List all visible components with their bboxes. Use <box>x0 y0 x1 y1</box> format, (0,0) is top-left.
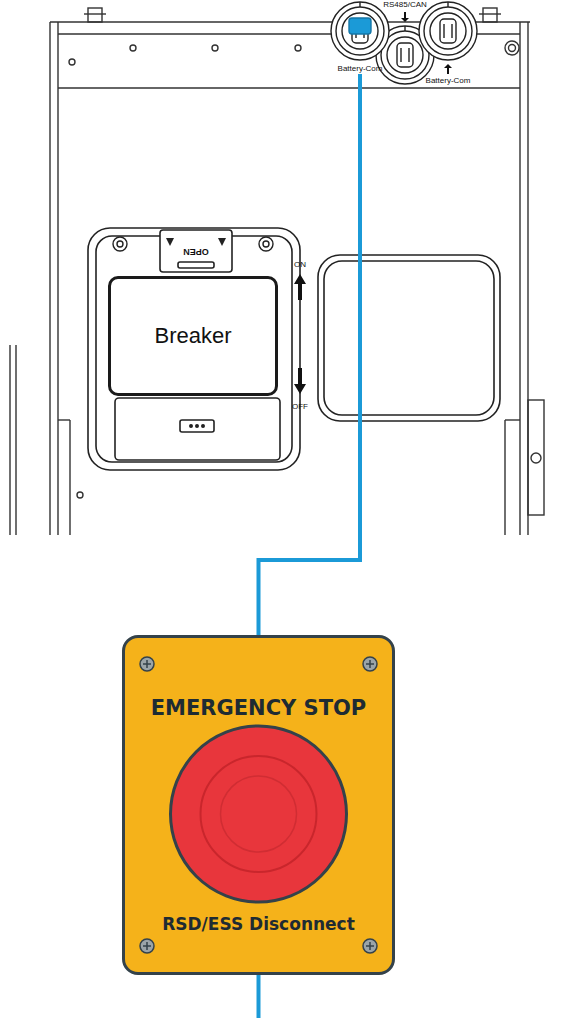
cover-screw <box>113 237 127 251</box>
direction-arrow <box>444 64 452 74</box>
breaker-cover <box>178 262 214 268</box>
enclosure-housing <box>88 8 102 22</box>
port-label: Battery-Com <box>338 64 383 74</box>
breaker-cover <box>190 425 192 427</box>
cover-screw <box>259 237 273 251</box>
breaker-label: Breaker <box>154 323 231 349</box>
breaker-cover <box>196 425 198 427</box>
corner-screw <box>143 660 151 668</box>
on-off-arrow <box>294 368 306 394</box>
port-label: RS485/CAN <box>383 0 427 10</box>
round-connector <box>359 2 360 7</box>
enclosure-housing <box>84 13 106 14</box>
enclosure-housing <box>58 87 520 88</box>
round-connector: Battery-Com <box>320 0 400 74</box>
corner-screw <box>363 657 377 671</box>
enclosure-housing <box>49 22 50 535</box>
corner-screw <box>366 942 374 950</box>
corner-screw <box>140 939 154 953</box>
panel-caption: RSD/ESS Disconnect <box>162 914 355 934</box>
stop-button <box>221 776 297 852</box>
breaker-window: Breaker <box>108 276 278 396</box>
round-connector <box>451 24 452 38</box>
port-label: Battery-Com <box>426 76 471 86</box>
connector-plate <box>318 255 500 421</box>
breaker-cover <box>88 228 300 470</box>
enclosure-housing <box>69 420 70 535</box>
direction-arrow <box>401 12 409 22</box>
enclosure-housing <box>528 400 544 515</box>
corner-screw <box>366 660 374 668</box>
enclosure-housing <box>483 8 497 22</box>
connector-plate <box>324 261 494 415</box>
switch-position-label: ON <box>294 260 306 269</box>
latch-arrow <box>166 238 226 246</box>
round-connector <box>430 13 466 49</box>
enclosure-housing <box>58 419 70 420</box>
corner-screw <box>140 657 154 671</box>
connector-plate <box>318 255 500 421</box>
round-connector <box>329 0 391 62</box>
round-connector <box>387 37 423 73</box>
mounting-hole <box>295 45 301 51</box>
round-connector <box>408 48 409 62</box>
round-connector <box>424 7 472 55</box>
round-connector <box>417 0 479 62</box>
enclosure-housing <box>519 22 520 535</box>
stop-button <box>171 726 347 902</box>
mounting-hole <box>130 45 136 51</box>
wire-continuation <box>257 975 261 1018</box>
enclosure-housing <box>505 419 520 420</box>
cover-screw <box>117 241 123 247</box>
latch-arrow <box>218 238 226 246</box>
round-connector <box>336 7 384 55</box>
enclosure-housing <box>57 22 58 535</box>
panel-heading: EMERGENCY STOP <box>151 696 367 721</box>
mounting-hole <box>69 59 75 65</box>
round-connector <box>342 13 378 49</box>
enclosure-housing <box>10 8 544 535</box>
round-connector <box>440 19 456 43</box>
switch-position-label: OFF <box>292 402 308 411</box>
breaker-cover <box>88 228 300 470</box>
round-connector <box>400 48 401 62</box>
corner-screw <box>363 939 377 953</box>
mounting-hole <box>509 45 516 52</box>
mounting-hole <box>77 492 83 498</box>
latch-label: OPEN <box>183 247 209 257</box>
round-connector <box>404 26 405 31</box>
round-connector <box>447 2 448 7</box>
on-off-arrow <box>294 274 306 394</box>
enclosure-housing <box>479 13 501 14</box>
enclosure-housing <box>9 345 10 535</box>
breaker-cover <box>160 230 232 272</box>
cover-screw <box>263 241 269 247</box>
mounting-hole <box>531 453 541 463</box>
round-connector <box>349 18 371 34</box>
breaker-cover <box>202 425 204 427</box>
latch-arrow <box>166 238 174 246</box>
mounting-hole <box>69 41 541 498</box>
wire-continuation <box>257 975 261 1018</box>
breaker-cover <box>115 398 280 460</box>
enclosure-housing <box>504 420 505 535</box>
corner-screw <box>143 942 151 950</box>
direction-arrow <box>401 12 409 22</box>
emergency-stop-box: EMERGENCY STOP RSD/ESS Disconnect <box>122 635 395 975</box>
direction-arrow <box>444 64 452 74</box>
enclosure-housing <box>15 345 16 535</box>
breaker-cover <box>180 420 214 432</box>
round-connector <box>397 43 413 67</box>
mounting-hole <box>505 41 519 55</box>
round-connector <box>443 24 444 38</box>
round-connector <box>331 2 389 60</box>
on-off-arrow <box>294 274 306 300</box>
mounting-hole <box>212 45 218 51</box>
stop-button <box>201 756 317 872</box>
round-connector <box>419 2 477 60</box>
round-connector: Battery-Com <box>408 0 488 86</box>
